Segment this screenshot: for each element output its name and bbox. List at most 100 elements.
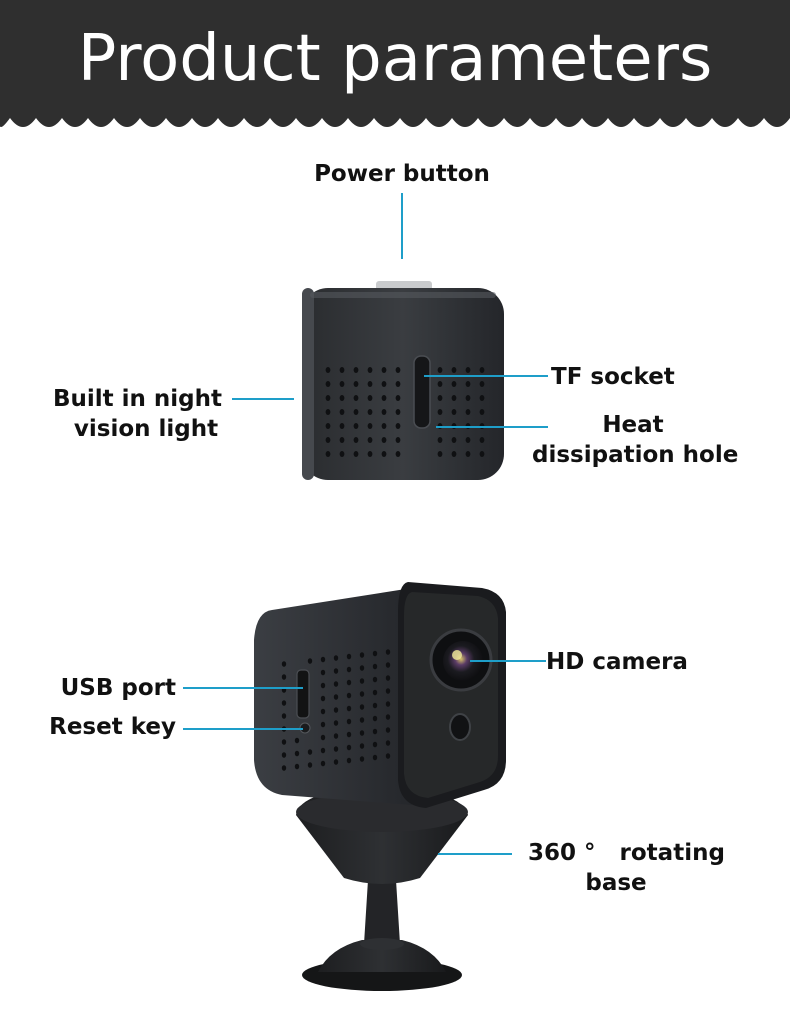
hd-camera-leader	[470, 660, 546, 662]
power-button-leader	[401, 193, 403, 259]
vent-hole	[367, 423, 373, 429]
vent-hole	[385, 740, 391, 746]
vent-hole	[372, 728, 378, 735]
vent-hole	[381, 437, 387, 443]
vent-hole	[359, 678, 365, 684]
vent-hole	[372, 689, 378, 696]
vent-hole	[479, 437, 485, 443]
vent-hole	[346, 705, 352, 712]
vent-hole	[320, 760, 326, 767]
vent-hole	[359, 743, 365, 749]
vent-hole	[325, 367, 331, 373]
header-banner: Product parameters	[0, 0, 790, 140]
vent-hole	[451, 381, 457, 387]
tf-socket-label: TF socket	[551, 364, 675, 390]
vent-hole	[395, 451, 401, 457]
vent-hole	[339, 451, 345, 457]
heat-hole-label-line2: dissipation hole	[532, 442, 739, 468]
page-title: Product parameters	[77, 22, 713, 96]
vent-hole	[320, 669, 326, 676]
vent-hole	[385, 675, 391, 681]
vent-hole	[320, 708, 326, 715]
vent-hole	[381, 367, 387, 373]
vent-hole	[359, 691, 365, 697]
vent-hole	[333, 720, 339, 726]
vent-hole	[320, 656, 326, 663]
vent-hole	[333, 694, 339, 700]
vent-hole	[395, 367, 401, 373]
vent-hole	[281, 700, 287, 706]
vent-hole	[359, 652, 365, 658]
vent-hole	[339, 437, 345, 443]
vent-hole	[451, 437, 457, 443]
vent-hole	[333, 655, 339, 661]
vent-hole	[451, 367, 457, 373]
vent-hole	[320, 747, 326, 754]
reset-key-label: Reset key	[49, 714, 176, 740]
vent-hole	[353, 437, 359, 443]
vent-hole	[381, 423, 387, 429]
vent-hole	[320, 695, 326, 702]
vent-hole	[333, 681, 339, 687]
vent-hole	[294, 737, 300, 744]
hd-camera-lens	[443, 641, 483, 681]
vent-hole	[381, 409, 387, 415]
vent-hole	[367, 395, 373, 401]
vent-hole	[367, 367, 373, 373]
night-vision-label-line1: Built in night	[52, 386, 222, 412]
vent-hole	[451, 451, 457, 457]
vent-hole	[372, 676, 378, 683]
vent-hole	[353, 381, 359, 387]
vent-hole	[333, 707, 339, 713]
vent-hole	[346, 718, 352, 725]
vent-hole	[333, 733, 339, 739]
vent-hole	[437, 451, 443, 457]
vent-hole	[346, 744, 352, 751]
vent-hole	[333, 668, 339, 674]
vent-hole	[339, 423, 345, 429]
vent-hole	[359, 756, 365, 762]
vent-hole	[339, 381, 345, 387]
vent-hole	[307, 658, 313, 664]
heat-hole-label-line1: Heat	[602, 412, 664, 438]
vent-hole	[294, 750, 300, 757]
vent-hole	[479, 395, 485, 401]
vent-hole	[325, 451, 331, 457]
vent-hole	[479, 451, 485, 457]
vent-hole	[465, 409, 471, 415]
vent-hole	[325, 409, 331, 415]
vent-hole	[372, 754, 378, 761]
banner-background	[0, 0, 790, 127]
vent-hole	[451, 409, 457, 415]
vent-hole	[359, 704, 365, 710]
vent-hole	[325, 381, 331, 387]
vent-hole	[465, 437, 471, 443]
vent-hole	[281, 713, 287, 719]
power-button-label: Power button	[314, 161, 490, 187]
vent-hole	[372, 663, 378, 670]
vent-hole	[339, 367, 345, 373]
vent-hole	[346, 679, 352, 686]
vent-hole	[325, 423, 331, 429]
vent-hole	[395, 409, 401, 415]
vent-hole	[346, 666, 352, 673]
vent-hole	[385, 714, 391, 720]
vent-hole	[325, 437, 331, 443]
vent-hole	[320, 734, 326, 741]
vent-hole	[346, 731, 352, 738]
reset-key-leader	[183, 728, 303, 730]
vent-hole	[346, 757, 352, 764]
vent-hole	[395, 381, 401, 387]
vent-hole	[281, 752, 287, 758]
vent-hole	[320, 682, 326, 689]
vent-hole	[346, 653, 352, 660]
usb-port-leader	[183, 687, 303, 689]
rotating-base-label-line2: base	[585, 870, 647, 896]
vent-hole	[395, 423, 401, 429]
usb-port-label: USB port	[60, 675, 176, 701]
vent-hole	[359, 730, 365, 736]
night-vision-leader	[232, 398, 294, 400]
vent-hole	[333, 759, 339, 765]
vent-hole	[353, 409, 359, 415]
